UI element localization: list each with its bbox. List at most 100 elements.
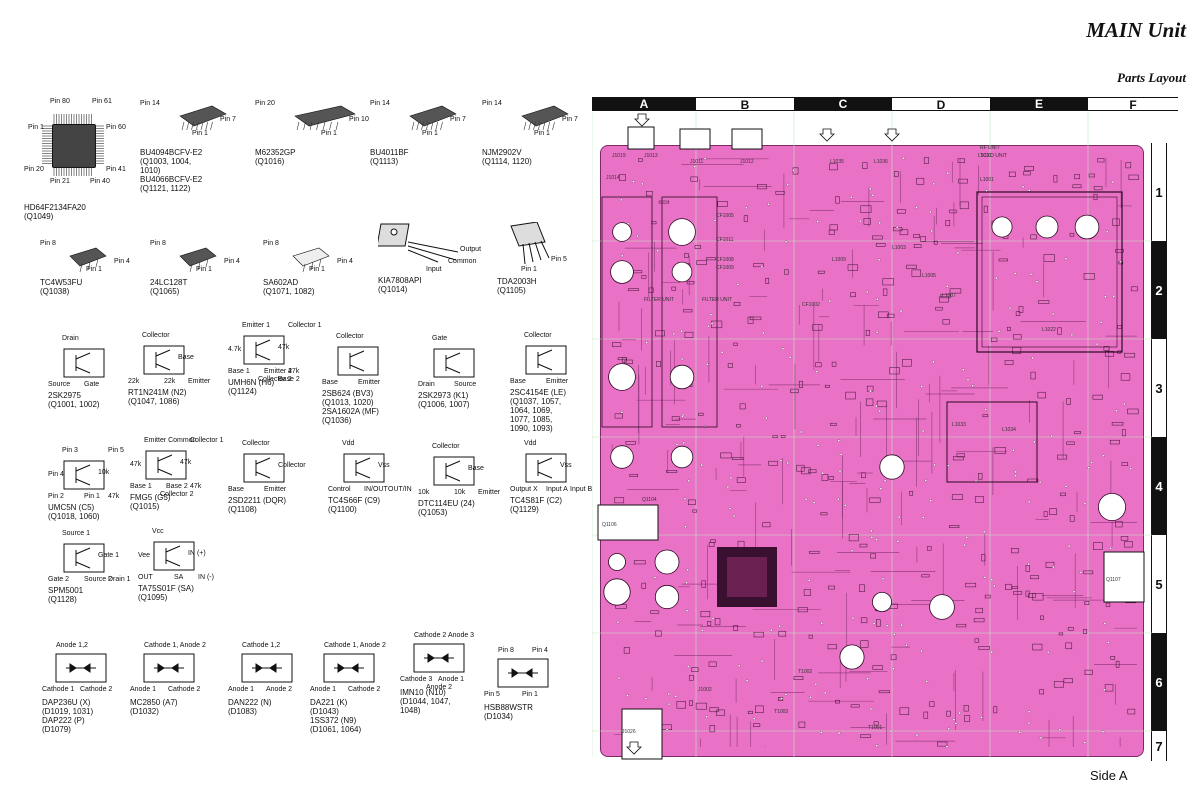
row-header-3: 3	[1151, 339, 1167, 437]
pin-label: Anode 1	[228, 686, 255, 693]
pin-label: Pin 7	[220, 116, 236, 123]
part-name: DAP236U (X) (D1019, 1031) DAP222 (P) (D1…	[42, 698, 94, 734]
part-name: FMG5 (G5) (Q1015)	[130, 493, 171, 511]
pin-label: Collector	[142, 332, 170, 339]
part-name: 2SK2975 (Q1001, 1002)	[48, 391, 100, 409]
pin-label: 22k	[164, 378, 176, 385]
pin-label: Pin 2	[48, 493, 64, 500]
board-label: L1022	[1042, 327, 1056, 333]
pin-label: IN (-)	[198, 574, 214, 581]
pin-label: Base	[178, 354, 194, 361]
pin-label: 10k	[454, 489, 466, 496]
board-label: J1002	[698, 687, 712, 693]
pin-label: OUT/IN	[388, 486, 412, 493]
pin-label: OUT	[138, 574, 153, 581]
board-label: T1003	[774, 709, 789, 715]
column-header-A: A	[592, 97, 696, 111]
pin-label: 47k	[108, 493, 120, 500]
column-header-C: C	[794, 97, 892, 111]
pin-label: Drain	[418, 381, 435, 388]
pin-label: Pin 3	[62, 447, 78, 454]
part-name: SA602AD (Q1071, 1082)	[263, 278, 315, 296]
chip-body	[52, 124, 96, 168]
pin-label: Collector	[242, 440, 270, 447]
pin-label: Pin 14	[370, 100, 390, 107]
pin-label: Cathode 1,2	[242, 642, 281, 649]
pin-label: Emitter	[264, 486, 287, 493]
pin-label: 22k	[128, 378, 140, 385]
pin-label: Gate 2	[48, 576, 70, 583]
pin-label: Anode 1	[310, 686, 337, 693]
column-header-E: E	[990, 97, 1088, 111]
pin-label: 4.7k	[228, 346, 242, 353]
part-name: M62352GP (Q1016)	[255, 148, 296, 166]
part-name: 2SB624 (BV3) (Q1013, 1020) 2SA1602A (MF)…	[322, 389, 379, 425]
pin-label: Pin 4	[337, 258, 353, 265]
pin-label: Pin 1	[86, 266, 102, 273]
pin-label: Cathode 1, Anode 2	[324, 642, 386, 649]
pin-label: Emitter 2	[264, 368, 293, 375]
pin-label: Collector 1	[190, 437, 224, 444]
board-label: L1031	[978, 153, 992, 159]
board-label: L1034	[1002, 427, 1016, 433]
pin-label: Drain	[62, 335, 79, 342]
board-label: J1011	[690, 159, 704, 165]
pin-label: Pin 5	[108, 447, 124, 454]
board-label: TCXO UNIT	[980, 153, 1007, 159]
pin-label: Source 1	[62, 530, 91, 537]
pin-label: Pin 5	[551, 256, 567, 263]
pin-label: Pin 1	[28, 124, 44, 131]
pcb-traces	[592, 111, 1152, 760]
pin-label: Anode 1	[130, 686, 157, 693]
pin-label: Pin 1	[192, 130, 208, 137]
part-name: HSB88WSTR (D1034)	[484, 703, 533, 721]
page-subtitle: Parts Layout	[1117, 70, 1186, 85]
part-name: 2SD2211 (DQR) (Q1108)	[228, 496, 287, 514]
part-name: UMC5N (C5) (Q1018, 1060)	[48, 503, 100, 521]
pin-label: 47k	[190, 483, 202, 490]
pin-label: Pin 21	[50, 178, 70, 185]
pin-label: Cathode 1	[42, 686, 75, 693]
part-name: HD64F2134FA20 (Q1049)	[24, 203, 86, 221]
board-label: L1036	[874, 159, 888, 165]
part-name: KIA7808API (Q1014)	[378, 276, 422, 294]
board-label: Q1107	[1106, 577, 1121, 583]
pin-label: Pin 4	[532, 647, 548, 654]
pin-label: Input	[426, 266, 442, 273]
pin-label: Base 2	[166, 483, 188, 490]
part-name: NJM2902V (Q1114, 1120)	[482, 148, 532, 166]
board-label: J1019	[612, 153, 626, 159]
column-header-F: F	[1088, 97, 1178, 112]
part-name: BU4094BCFV-E2 (Q1003, 1004, 1010) BU4066…	[140, 148, 203, 193]
pin-label: Pin 1	[422, 130, 438, 137]
pin-label: Output X	[510, 486, 538, 493]
board-label: CF1011	[716, 237, 734, 243]
pin-label: Emitter Common	[144, 437, 197, 444]
part-name: TA75S01F (SA) (Q1095)	[138, 584, 194, 602]
pin-label: Pin 1	[309, 266, 325, 273]
pin-label: Gate	[84, 381, 100, 388]
pin-label: Collector	[432, 443, 460, 450]
pin-label: Pin 7	[450, 116, 466, 123]
pin-label: Input B	[570, 486, 593, 493]
board-label: T1001	[868, 725, 883, 731]
pin-label: Base 2	[278, 376, 300, 383]
